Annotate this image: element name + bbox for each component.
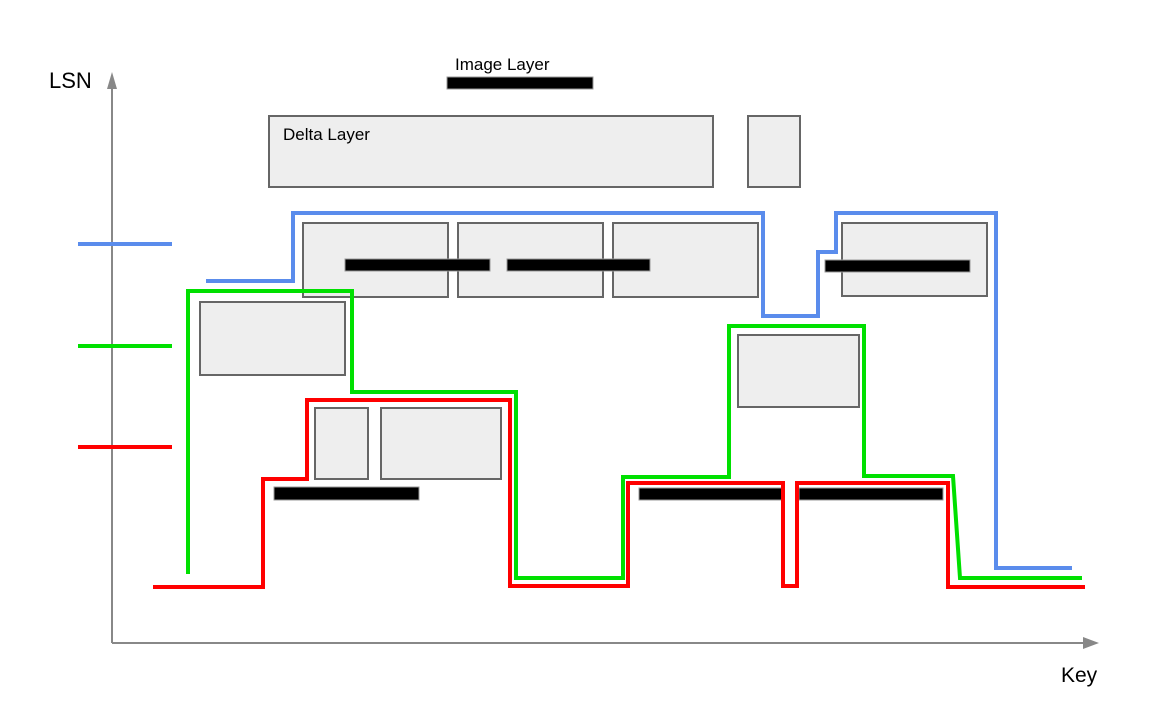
x-axis-arrowhead-icon [1083,637,1099,649]
image-layer-bar [638,487,784,501]
branch-lines-group [153,211,1085,589]
delta-layer-boxes-group [199,115,988,480]
delta-layer-box [737,334,860,408]
image-layer-legend-bar [446,76,594,90]
delta-layer-box [199,301,346,376]
image-layer-bar [344,258,491,272]
delta-layer-box [747,115,801,188]
axes-group [107,72,1099,649]
branch-line-blue [206,211,1072,570]
image-layer-bar [273,486,420,501]
x-axis-label: Key [1061,664,1098,687]
image-layer-bar [798,487,944,501]
image-layer-bars-group [273,76,971,501]
delta-layer-box [314,407,369,480]
image-layer-bar [506,258,651,272]
delta-layer-label: Delta Layer [283,125,370,144]
delta-layer-box [380,407,502,480]
branch-line-green [186,289,1082,580]
branch-line-red [153,398,1085,589]
delta-layer-legend-box [268,115,714,188]
image-layer-bar [824,259,971,273]
y-axis-label: LSN [49,68,92,93]
image-layer-label: Image Layer [455,55,550,74]
y-axis-arrowhead-icon [107,72,117,89]
lsn-ticks-group [78,242,172,449]
